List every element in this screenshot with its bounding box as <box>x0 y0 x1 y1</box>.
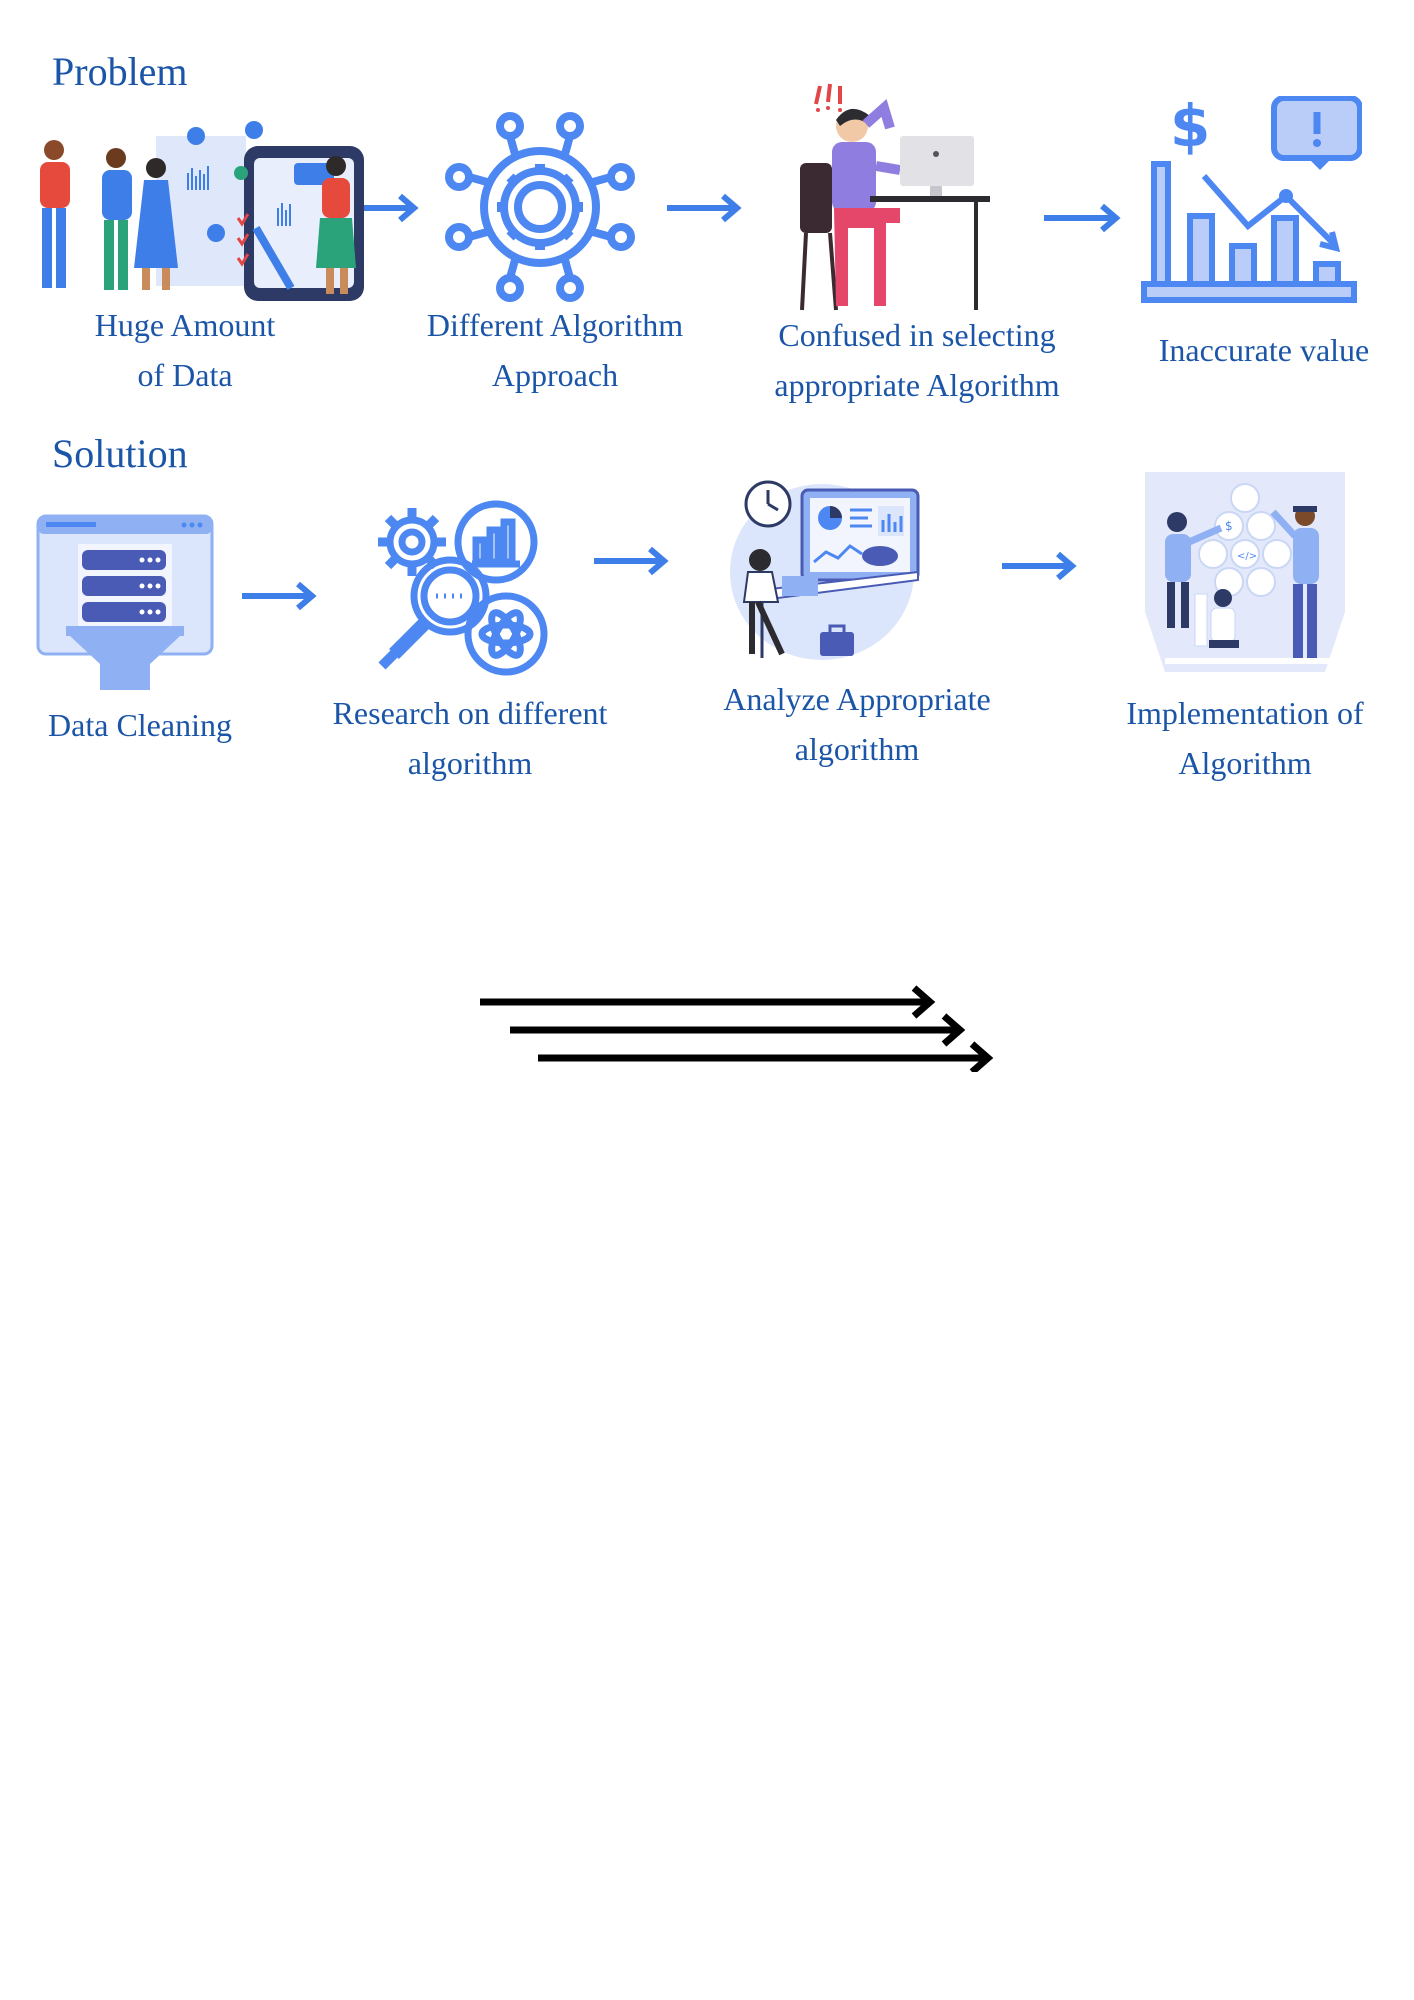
flow-arrow-4 <box>242 581 317 611</box>
flow-arrow-3 <box>1044 203 1121 233</box>
flow-arrow-1 <box>364 193 419 223</box>
black-arrow-1-head <box>911 985 936 1019</box>
gear-network-icon <box>445 112 635 302</box>
flow-arrow-5 <box>594 546 669 576</box>
solution-title: Solution <box>52 431 188 476</box>
solution-step-1-caption: Data Cleaning <box>48 707 232 743</box>
black-arrow-2-head <box>941 1013 966 1047</box>
svg-text:$: $ <box>1225 519 1233 533</box>
flow-arrow-6 <box>1002 551 1077 581</box>
confused-person-at-computer-illustration <box>790 78 990 313</box>
flow-arrow-2 <box>667 193 742 223</box>
data-funnel-icon <box>36 514 214 694</box>
problem-step-4-caption: Inaccurate value <box>1158 332 1370 368</box>
svg-text:$: $ <box>1170 96 1210 160</box>
black-arrow-3-head <box>969 1041 994 1072</box>
people-analyzing-data-illustration <box>16 118 366 303</box>
problem-title: Problem <box>52 49 188 94</box>
research-gear-magnifier-icon <box>372 500 552 684</box>
team-building-solution-illustration: $ </> <box>1145 472 1345 672</box>
triple-arrows-graphic <box>480 985 994 1072</box>
analyst-dashboard-illustration <box>722 462 922 662</box>
svg-text:</>: </> <box>1237 551 1257 562</box>
declining-chart-icon: $ <box>1140 92 1363 316</box>
